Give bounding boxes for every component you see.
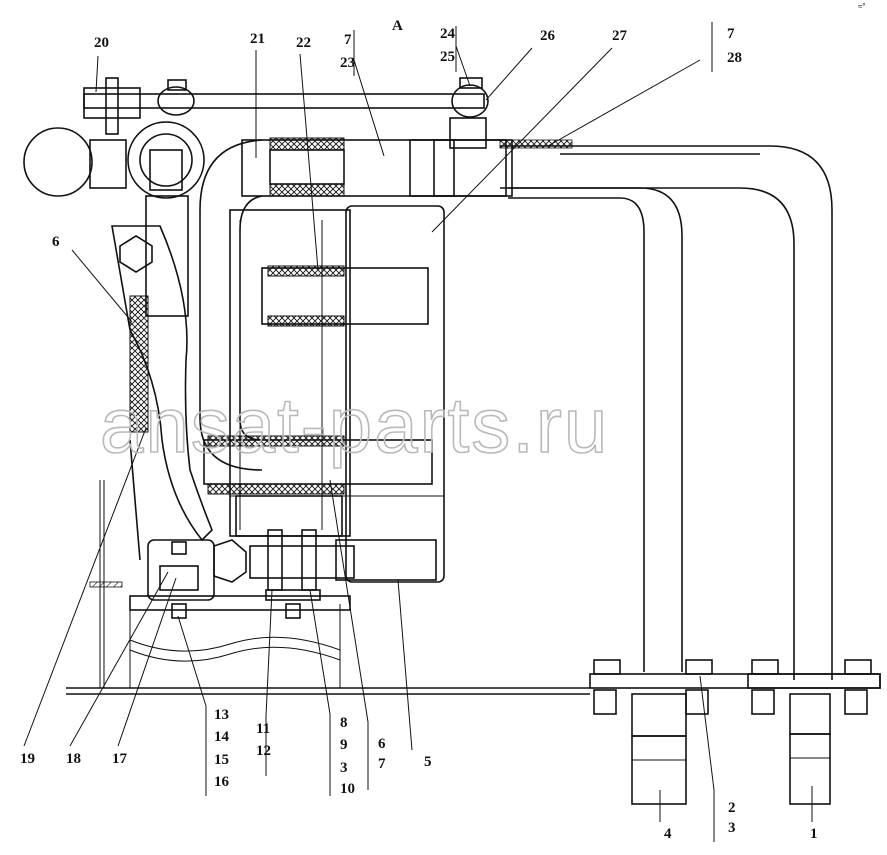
callout-c9: 9 [340,737,348,753]
bottom-clamp [129,529,355,688]
header-pipe [241,117,573,197]
vertical-rod [89,480,123,688]
callout-c18: 18 [66,751,81,767]
left-pump [23,121,205,317]
callout-c3b: 3 [340,760,348,776]
callout-c17: 17 [112,751,128,767]
top-bar [83,77,489,135]
callout-c26: 26 [540,28,556,44]
callout-c5: 5 [424,754,432,770]
corner-mark: ≈° [858,2,866,11]
callout-c12: 12 [256,743,271,759]
bracket-arm [111,225,213,561]
watermark: ansat-parts.ru [100,381,609,469]
callout-c3: 3 [728,820,736,836]
callout-c24: 24 [440,26,456,42]
plate-bolts [593,659,872,715]
callout-c2: 2 [728,800,736,816]
callout-c7b: 7 [727,26,735,42]
callout-c7c: 7 [378,756,386,772]
callout-c21: 21 [250,31,265,47]
callout-c22: 22 [296,35,311,51]
leader-lines [23,22,813,842]
pipes [500,145,833,805]
callout-c4: 4 [664,826,672,842]
callout-c1: 1 [810,826,818,842]
u-bend [199,139,433,495]
base-plate [66,673,881,695]
callout-c8: 8 [340,715,348,731]
callout-c6: 6 [52,234,60,250]
callout-c25: 25 [440,49,455,65]
callout-c7a: 7 [344,32,352,48]
callout-c14: 14 [214,729,230,745]
callout-c11: 11 [256,721,270,737]
callout-c15: 15 [214,752,229,768]
main-block [229,205,445,583]
view-label: A [392,18,403,34]
callout-c27: 27 [612,28,628,44]
callout-c19: 19 [20,751,35,767]
callout-c10: 10 [340,781,355,797]
callout-c6b: 6 [378,736,386,752]
callout-c13: 13 [214,707,229,723]
callout-c16: 16 [214,774,230,790]
callout-c23: 23 [340,55,355,71]
callout-c20: 20 [94,35,109,51]
callout-c28: 28 [727,50,742,66]
